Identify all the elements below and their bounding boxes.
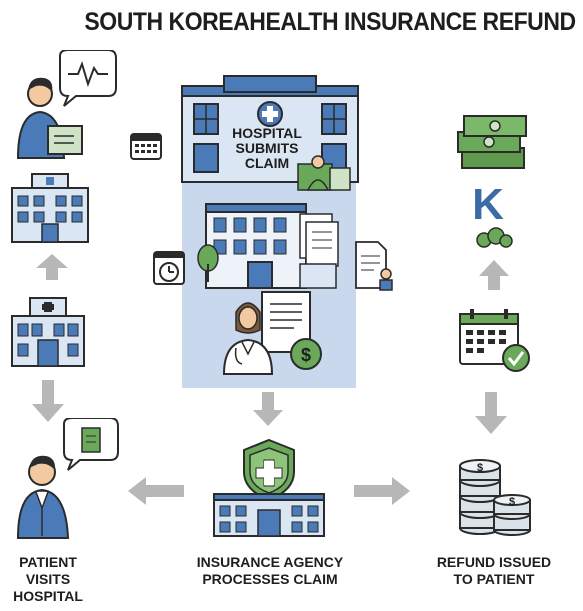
won-currency-symbol: K (472, 180, 504, 229)
svg-text:$: $ (509, 496, 515, 508)
page-title: SOUTH KOREAHEALTH INSURANCE REFUND (84, 8, 576, 36)
svg-text:$: $ (477, 462, 483, 474)
insurance-agency-processes-claim-caption: INSURANCE AGENCY PROCESSES CLAIM (196, 554, 344, 587)
clock-icon (153, 251, 185, 285)
hospital-clinic-icon (11, 297, 85, 367)
clerk-person-icon (297, 155, 351, 191)
calendar-icon (130, 133, 162, 160)
patient-visits-hospital-caption: PATIENT VISITS HOSPITAL (13, 554, 83, 604)
cash-stack-icon (457, 115, 527, 169)
doctor-with-claim-form-icon: $ (222, 291, 322, 375)
hospital-building-illustration (181, 75, 359, 183)
tree-icon (197, 244, 219, 282)
hospital-submits-claim-label: HOSPITAL SUBMITS CLAIM (232, 125, 302, 171)
arrow-down-icon (475, 392, 507, 434)
refund-issued-to-patient-caption: REFUND ISSUED TO PATIENT (436, 554, 552, 587)
arrow-right-icon (354, 477, 410, 505)
hospital-building-icon (11, 173, 89, 243)
calendar-check-icon (459, 309, 530, 372)
patient-with-heartbeat-bubble-icon (16, 50, 117, 159)
arrow-up-icon (36, 254, 68, 280)
arrow-down-icon (253, 392, 283, 426)
hospital-complex-icon (205, 203, 339, 289)
coins-icon (476, 227, 513, 248)
svg-text:$: $ (301, 345, 311, 365)
insurance-agency-building-icon (213, 438, 325, 537)
coin-stacks-icon: $ $ (459, 459, 531, 536)
patient-with-document-bubble-icon (16, 418, 119, 539)
arrow-up-icon (479, 260, 509, 290)
stamped-document-icon (355, 241, 393, 291)
arrow-left-icon (128, 477, 184, 505)
arrow-down-icon (32, 380, 64, 422)
